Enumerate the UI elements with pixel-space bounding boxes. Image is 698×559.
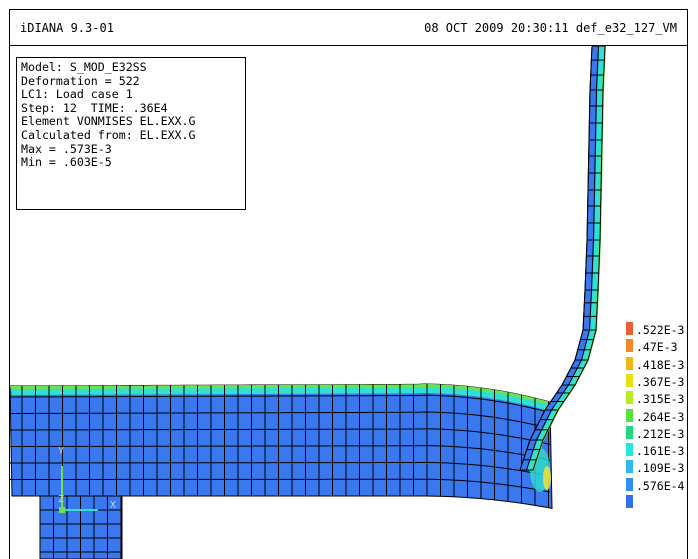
model-name: Model: S_MOD_E32SS (21, 60, 147, 74)
slab-edge-highlight (10, 384, 552, 406)
max-value: Max = .573E-3 (21, 141, 112, 156)
legend-swatch (626, 425, 633, 439)
stress-hotspot (543, 466, 551, 490)
legend-label: .418E-3 (636, 357, 685, 372)
axis-z-label: Z (58, 494, 65, 505)
legend-label: .47E-3 (636, 340, 678, 355)
axis-y-label: Y (58, 446, 65, 457)
legend-label: .161E-3 (636, 444, 685, 459)
calculated-from: Calculated from: EL.EXX.G (21, 127, 196, 142)
min-value: Min = .603E-5 (21, 155, 112, 170)
title-bar: iDIANA 9.3-01 08 OCT 2009 20:30:11 def_e… (9, 9, 688, 46)
legend-label: .264E-3 (636, 409, 685, 424)
legend-swatch (626, 339, 633, 353)
step-time: Step: 12 TIME: .36E4 (21, 100, 168, 115)
legend-label: .109E-3 (636, 461, 685, 476)
legend-label: .212E-3 (636, 426, 685, 441)
timestamp: 08 OCT 2009 20:30:11 def_e32_127_VM (424, 21, 677, 35)
load-case: LC1: Load case 1 (21, 87, 133, 102)
model-info-box: Model: S_MOD_E32SS Deformation = 522 LC1… (16, 57, 246, 210)
mesh-line-vertical (526, 45, 599, 471)
mesh-line-horizontal (9, 445, 551, 461)
legend-swatch (626, 460, 633, 474)
legend-swatch (626, 477, 633, 491)
legend-label: .315E-3 (636, 392, 685, 407)
mesh-line-horizontal (9, 411, 551, 429)
legend-swatch (626, 322, 633, 335)
mesh-line-horizontal (9, 461, 551, 477)
legend-label: .576E-4 (636, 478, 685, 493)
app-title: iDIANA 9.3-01 (20, 21, 114, 35)
mesh-line-horizontal (9, 428, 551, 445)
legend-label: .522E-3 (636, 323, 685, 337)
mesh-line-horizontal (9, 478, 551, 493)
legend-swatch (626, 373, 633, 387)
legend-swatch (626, 495, 633, 508)
deformation-value: Deformation = 522 (21, 73, 140, 88)
legend-swatch (626, 443, 633, 457)
legend-swatch (626, 356, 633, 370)
axis-x-label: X (110, 500, 117, 511)
axis-origin (59, 507, 65, 513)
legend-swatch (626, 408, 633, 422)
slab-surface-band (10, 384, 552, 412)
legend-label: .367E-3 (636, 374, 685, 389)
mesh-line-horizontal (9, 394, 551, 414)
element-result: Element VONMISES EL.EXX.G (21, 114, 196, 129)
legend-swatch (626, 391, 633, 405)
